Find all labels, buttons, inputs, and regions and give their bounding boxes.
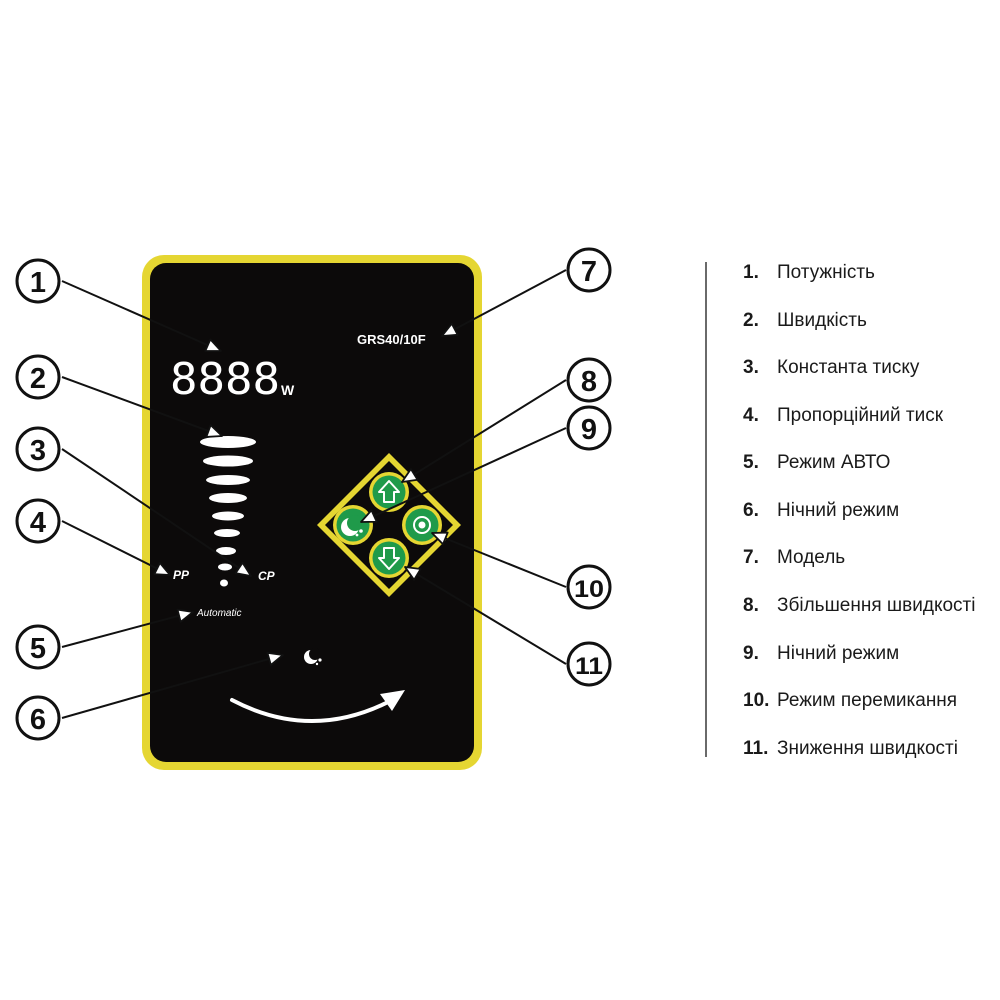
svg-text:11: 11 (575, 653, 603, 680)
callout-5: 5 (15, 624, 61, 670)
speed-bar-2 (203, 455, 253, 467)
callouts: 1 2 3 4 5 6 7 8 (15, 247, 612, 741)
down-arrow-icon (378, 547, 400, 570)
legend: 1.Потужність 2.Швидкість 3.Константа тис… (705, 262, 1000, 759)
legend-item-5: 5.Режим АВТО (743, 452, 891, 473)
leader-line-7 (441, 269, 567, 337)
legend-item-7: 7.Модель (743, 547, 846, 568)
moon-stars-icon (341, 515, 363, 537)
speed-bar-5 (212, 511, 244, 521)
legend-item-8: 8.Збільшення швидкості (743, 595, 976, 616)
callout-2: 2 (15, 354, 61, 400)
night-mode-icon (304, 648, 322, 666)
leader-line-5 (61, 608, 194, 648)
leader-line-4 (61, 520, 171, 576)
svg-text:8: 8 (581, 366, 597, 398)
svg-text:10: 10 (574, 576, 604, 603)
button-cluster-face (325, 461, 453, 589)
leader-line-3 (61, 448, 252, 577)
speed-bar-1 (200, 436, 256, 448)
callout-8: 8 (566, 357, 612, 403)
leader-line-8 (401, 379, 567, 483)
legend-item-3: 3.Константа тиску (743, 357, 920, 378)
svg-text:6: 6 (30, 704, 46, 736)
speed-bar-3 (206, 475, 250, 485)
power-mode-icon (413, 516, 431, 534)
callout-1: 1 (15, 258, 61, 304)
night-mode-button[interactable] (333, 505, 373, 545)
cp-mode-label: CP (258, 569, 276, 583)
svg-text:3: 3 (30, 435, 46, 467)
speed-bar-6 (214, 529, 240, 537)
callout-7: 7 (566, 247, 612, 293)
legend-item-2: 2.Швидкість (743, 310, 867, 331)
leader-lines (61, 269, 567, 719)
legend-item-6: 6.Нічний режим (743, 500, 900, 521)
control-panel (142, 255, 482, 770)
up-arrow-icon (378, 480, 400, 503)
svg-text:4: 4 (30, 507, 46, 539)
leader-line-1 (61, 280, 222, 352)
callout-3: 3 (15, 426, 61, 472)
button-cluster (317, 453, 461, 597)
legend-item-4: 4.Пропорційний тиск (743, 405, 944, 426)
svg-text:2: 2 (30, 363, 46, 395)
callout-10: 10 (566, 564, 612, 610)
svg-text:9: 9 (581, 414, 597, 446)
power-display: 8888 W (170, 354, 295, 405)
speed-indicator (200, 436, 256, 587)
leader-line-10 (431, 531, 567, 588)
mode-switch-button[interactable] (402, 505, 442, 545)
curved-arrow-icon (230, 690, 405, 723)
automatic-mode-label: Automatic (196, 608, 241, 619)
model-label: GRS40/10F (357, 332, 426, 347)
leader-line-11 (404, 566, 567, 665)
power-display-digits: 8888 (170, 354, 280, 405)
power-display-unit: W (281, 382, 295, 398)
speed-bar-8 (218, 563, 232, 571)
speed-down-button[interactable] (369, 538, 409, 578)
legend-item-1: 1.Потужність (743, 262, 875, 283)
callout-6: 6 (15, 695, 61, 741)
speed-up-button[interactable] (369, 472, 409, 512)
pp-mode-label: PP (173, 568, 190, 582)
legend-item-11: 11.Зниження швидкості (743, 738, 958, 759)
speed-bar-9 (220, 579, 228, 587)
leader-line-9 (360, 427, 567, 523)
svg-text:5: 5 (30, 633, 46, 665)
svg-text:1: 1 (30, 267, 46, 299)
callout-11: 11 (566, 641, 612, 687)
legend-item-9: 9.Нічний режим (743, 643, 900, 664)
leader-line-2 (61, 376, 223, 438)
svg-text:7: 7 (581, 256, 597, 288)
panel-face (150, 263, 474, 762)
speed-bar-4 (209, 493, 247, 503)
callout-4: 4 (15, 498, 61, 544)
callout-9: 9 (566, 405, 612, 451)
speed-bar-7 (216, 547, 236, 555)
leader-line-6 (61, 651, 284, 719)
legend-item-10: 10.Режим перемикання (743, 690, 958, 711)
